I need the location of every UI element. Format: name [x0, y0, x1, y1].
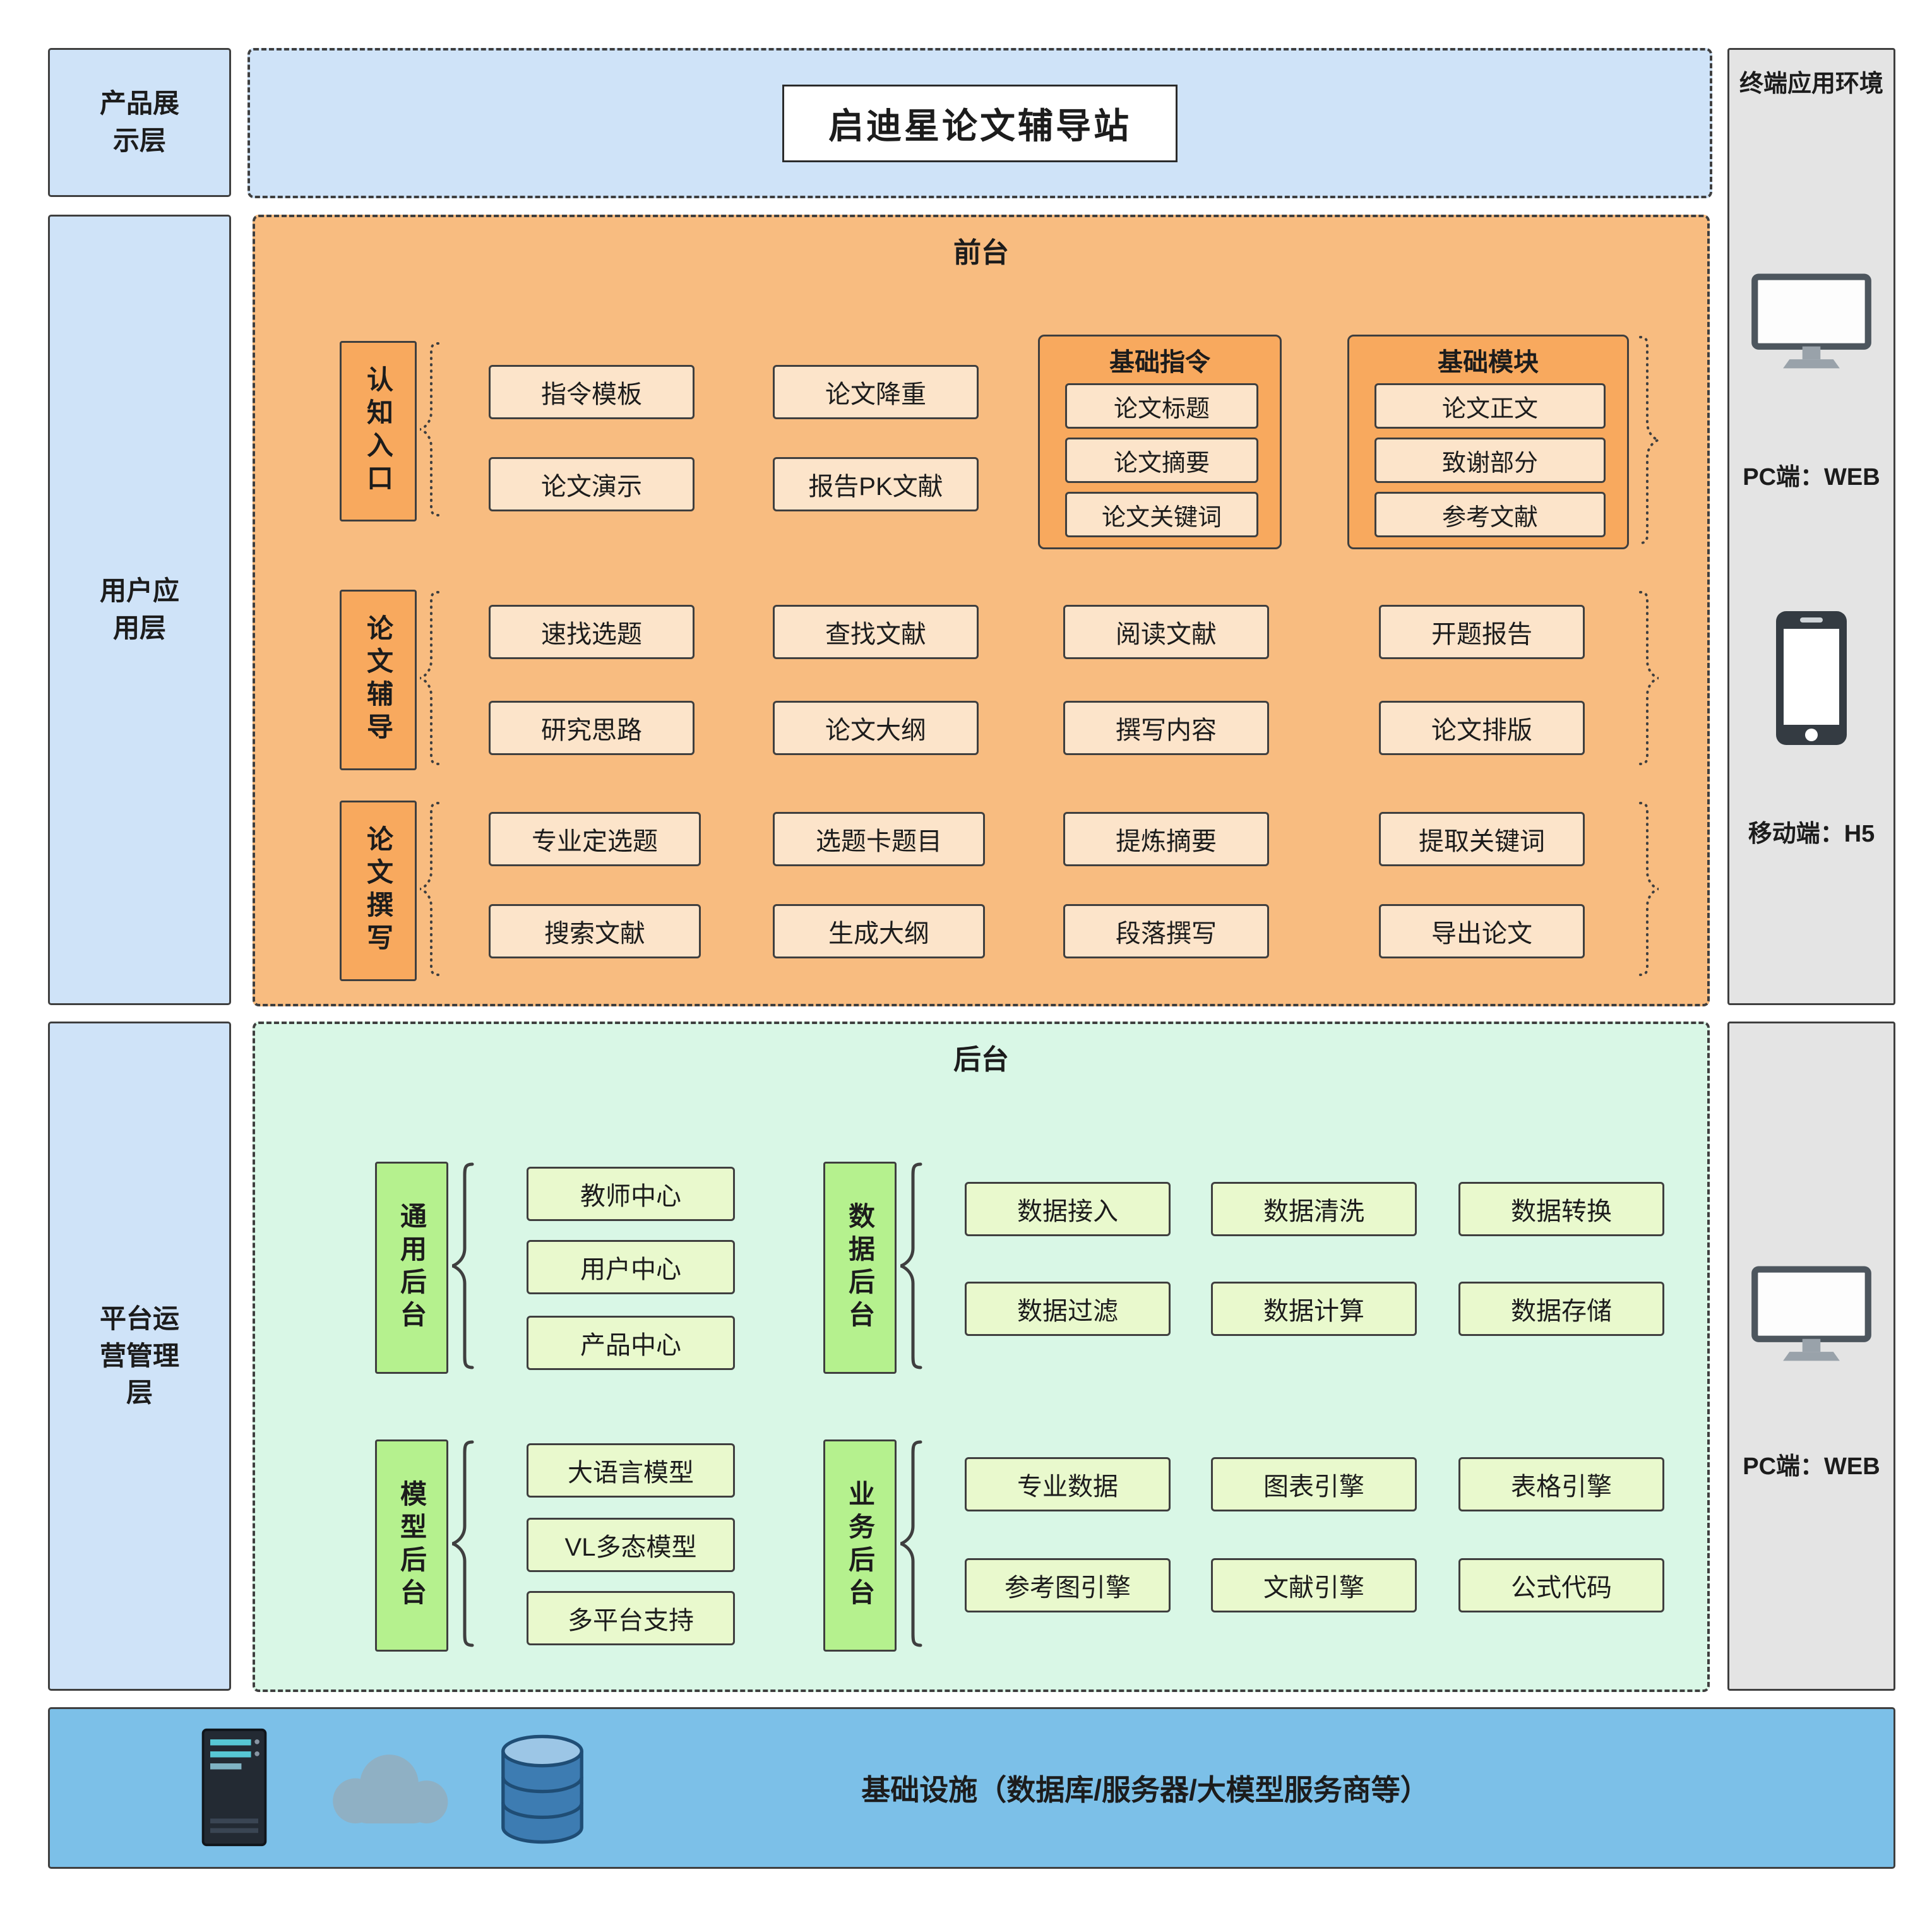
monitor-icon: [1751, 273, 1871, 369]
server-icon: [201, 1728, 267, 1847]
backend-item: 数据清洗: [1211, 1182, 1417, 1236]
frontend-item: 撰写内容: [1063, 701, 1269, 755]
backend-item: 文献引擎: [1211, 1558, 1417, 1612]
backend-item: 数据转换: [1458, 1182, 1664, 1236]
frontend-item: 提取关键词: [1379, 812, 1585, 866]
frontend-item: 论文标题: [1065, 383, 1258, 429]
frontend-item: 搜索文献: [489, 904, 701, 958]
pc-web-label: PC端：WEB: [1743, 464, 1880, 491]
layer-platform-operation-label: 平台运营管理层: [99, 1303, 179, 1408]
group-cognition-entry: 认知入口: [340, 341, 417, 521]
frontend-item: 论文正文: [1374, 383, 1606, 429]
panel-basic-commands: 基础指令 论文标题 论文摘要 论文关键词: [1038, 335, 1282, 549]
backend-item: 表格引擎: [1458, 1457, 1664, 1511]
frontend-panel: 前台 认知入口 指令模板 论文演示 论文降重 报告PK文献 基础指令 论文标题 …: [253, 215, 1710, 1006]
frontend-item: 提炼摘要: [1063, 812, 1269, 866]
frontend-item: 开题报告: [1379, 605, 1585, 659]
infrastructure-label: 基础设施（数据库/服务器/大模型服务商等）: [861, 1773, 1429, 1806]
frontend-item: 论文摘要: [1065, 438, 1258, 483]
layer-platform-operation: 平台运营管理层: [48, 1022, 231, 1691]
backend-item: 用户中心: [527, 1240, 735, 1294]
backend-item: 数据接入: [965, 1182, 1171, 1236]
group-general-backend: 通用后台: [375, 1162, 448, 1374]
layer-product-display: 产品展示层: [48, 48, 231, 197]
frontend-item: 致谢部分: [1374, 438, 1606, 483]
backend-item: 公式代码: [1458, 1558, 1664, 1612]
left-brace-business: [900, 1440, 922, 1647]
frontend-item: 指令模板: [489, 365, 695, 419]
monitor-icon: [1751, 1266, 1871, 1361]
backend-item: 数据计算: [1211, 1282, 1417, 1336]
backend-item: 图表引擎: [1211, 1457, 1417, 1511]
group-business-backend: 业务后台: [823, 1439, 897, 1652]
frontend-item: 报告PK文献: [773, 457, 979, 511]
frontend-item: 论文关键词: [1065, 492, 1258, 537]
admin-terminal-panel: PC端：WEB: [1727, 1022, 1895, 1691]
backend-header: 后台: [953, 1044, 1009, 1075]
left-brace-row3: [419, 802, 439, 976]
frontend-item: 论文演示: [489, 457, 695, 511]
frontend-item: 选题卡题目: [773, 812, 985, 866]
backend-item: 数据存储: [1458, 1282, 1664, 1336]
layer-user-application: 用户应用层: [48, 215, 231, 1005]
group-paper-tutoring: 论文辅导: [340, 590, 417, 770]
frontend-item: 导出论文: [1379, 904, 1585, 958]
frontend-item: 生成大纲: [773, 904, 985, 958]
frontend-item: 论文排版: [1379, 701, 1585, 755]
frontend-item: 查找文献: [773, 605, 979, 659]
cloud-icon: [333, 1755, 448, 1824]
right-brace-row1: [1639, 336, 1659, 544]
pc-web-admin-label: PC端：WEB: [1743, 1453, 1880, 1480]
terminal-environment-panel: 终端应用环境 PC端：WEB 移动端：H5: [1727, 48, 1895, 1005]
frontend-item: 研究思路: [489, 701, 695, 755]
panel-basic-commands-title: 基础指令: [1109, 349, 1210, 376]
layer-user-application-label: 用户应用层: [99, 576, 179, 643]
frontend-item: 速找选题: [489, 605, 695, 659]
frontend-item: 论文降重: [773, 365, 979, 419]
backend-panel: 后台 通用后台 教师中心 用户中心 产品中心 数据后台 数据接入 数据清洗 数据…: [253, 1022, 1710, 1692]
frontend-item: 参考文献: [1374, 492, 1606, 537]
terminal-environment-header: 终端应用环境: [1739, 71, 1883, 97]
left-brace-general: [451, 1162, 474, 1369]
panel-basic-modules-title: 基础模块: [1438, 349, 1539, 376]
product-title: 启迪星论文辅导站: [782, 84, 1178, 162]
layer-product-display-label: 产品展示层: [99, 88, 179, 155]
frontend-item: 专业定选题: [489, 812, 701, 866]
backend-item: 专业数据: [965, 1457, 1171, 1511]
group-data-backend: 数据后台: [823, 1162, 897, 1374]
left-brace-model: [451, 1440, 474, 1647]
title-zone: 启迪星论文辅导站: [247, 48, 1712, 198]
left-brace-row2: [419, 591, 439, 765]
backend-item: 参考图引擎: [965, 1558, 1171, 1612]
infrastructure-bar: 基础设施（数据库/服务器/大模型服务商等）: [48, 1707, 1895, 1869]
panel-basic-modules: 基础模块 论文正文 致谢部分 参考文献: [1347, 335, 1629, 549]
backend-item: 大语言模型: [527, 1443, 735, 1498]
frontend-header: 前台: [953, 237, 1009, 268]
phone-icon: [1776, 611, 1847, 745]
left-brace-row1: [419, 342, 439, 516]
backend-item: 产品中心: [527, 1316, 735, 1370]
backend-item: 多平台支持: [527, 1591, 735, 1645]
mobile-h5-label: 移动端：H5: [1748, 821, 1875, 847]
backend-item: 教师中心: [527, 1167, 735, 1221]
database-icon: [501, 1734, 583, 1844]
left-brace-data: [900, 1162, 922, 1369]
right-brace-row3: [1639, 802, 1659, 976]
frontend-item: 论文大纲: [773, 701, 979, 755]
frontend-item: 阅读文献: [1063, 605, 1269, 659]
backend-item: VL多态模型: [527, 1518, 735, 1572]
backend-item: 数据过滤: [965, 1282, 1171, 1336]
group-model-backend: 模型后台: [375, 1439, 448, 1652]
frontend-item: 段落撰写: [1063, 904, 1269, 958]
right-brace-row2: [1639, 591, 1659, 765]
group-paper-writing: 论文撰写: [340, 801, 417, 981]
